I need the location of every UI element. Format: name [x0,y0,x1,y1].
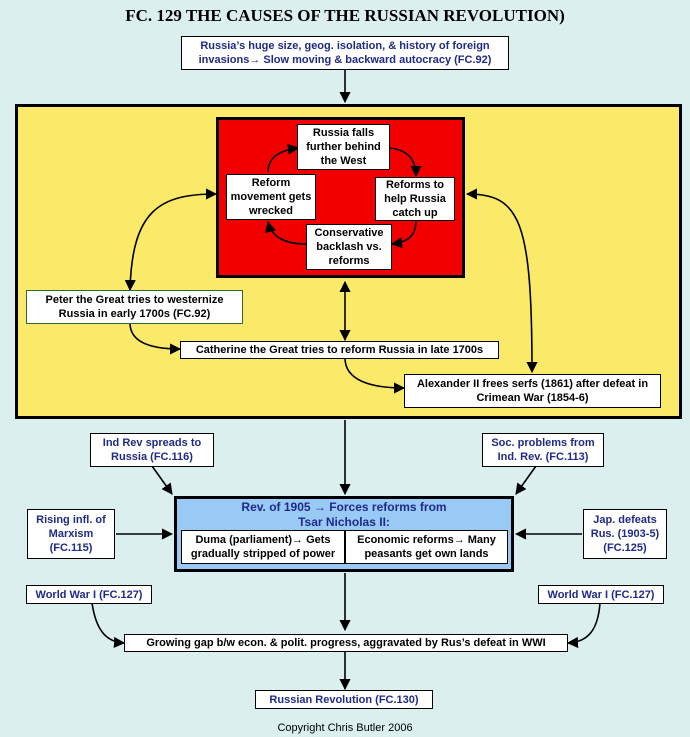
growing-gap-box: Growing gap b/w econ. & polit. progress,… [124,634,568,652]
japan-box: Jap. defeats Rus. (1903-5) (FC.125) [583,509,667,559]
falls-behind-box: Russia falls further behind the West [297,124,390,170]
wrecked-box: Reform movement gets wrecked [226,174,316,220]
copyright-text: Copyright Chris Butler 2006 [277,722,413,734]
arrow-peter-cycle [124,188,218,292]
soc-problems-box: Soc. problems from Ind. Rev. (FC.113) [482,433,604,467]
arrow-cycle-4 [267,143,300,173]
duma-box: Duma (parliament)→ Gets gradually stripp… [181,530,345,564]
rev-1905-line-2: Tsar Nicholas II: [298,515,390,529]
arrow-catherine-alexander [344,357,406,394]
arrow-ww1-left-gap [91,602,126,649]
ww1-left-box: World War I (FC.127) [26,585,152,604]
geography-line-1: Russia’s huge size, geog. isolation, & h… [200,40,490,52]
econ-reforms-box: Economic reforms→ Many peasants get own … [345,530,508,564]
arrow-peter-catherine [129,322,182,355]
arrow-cycle-2 [390,219,417,249]
arrow-indrev-1905 [151,465,173,495]
geography-line-2: invasions→ Slow moving & backward autocr… [198,54,492,66]
page-title: FC. 129 THE CAUSES OF THE RUSSIAN REVOLU… [125,6,565,25]
arrow-soc-1905 [515,465,537,495]
arrow-cycle-3 [265,220,307,245]
reforms-box: Reforms to help Russia catch up [375,177,455,221]
catherine-box: Catherine the Great tries to reform Russ… [180,341,499,359]
ind-rev-box: Ind Rev spreads to Russia (FC.116) [90,433,214,467]
backlash-box: Conservative backlash vs. reforms [306,224,392,270]
ww1-right-box: World War I (FC.127) [538,585,664,604]
rev-1905-heading: Rev. of 1905 → Forces reforms from Tsar … [177,500,511,530]
arrow-ww1-right-gap [566,602,601,649]
arrow-cycle-1 [389,147,422,178]
alexander-box: Alexander II frees serfs (1861) after de… [404,374,661,408]
arrow-alexander-cycle [465,188,538,374]
geography-box: Russia’s huge size, geog. isolation, & h… [181,36,509,70]
marxism-box: Rising infl. of Marxism (FC.115) [27,509,115,559]
peter-box: Peter the Great tries to westernize Russ… [26,290,243,324]
russian-revolution-box: Russian Revolution (FC.130) [255,690,433,709]
rev-1905-line-1: Rev. of 1905 → Forces reforms from [241,500,447,514]
